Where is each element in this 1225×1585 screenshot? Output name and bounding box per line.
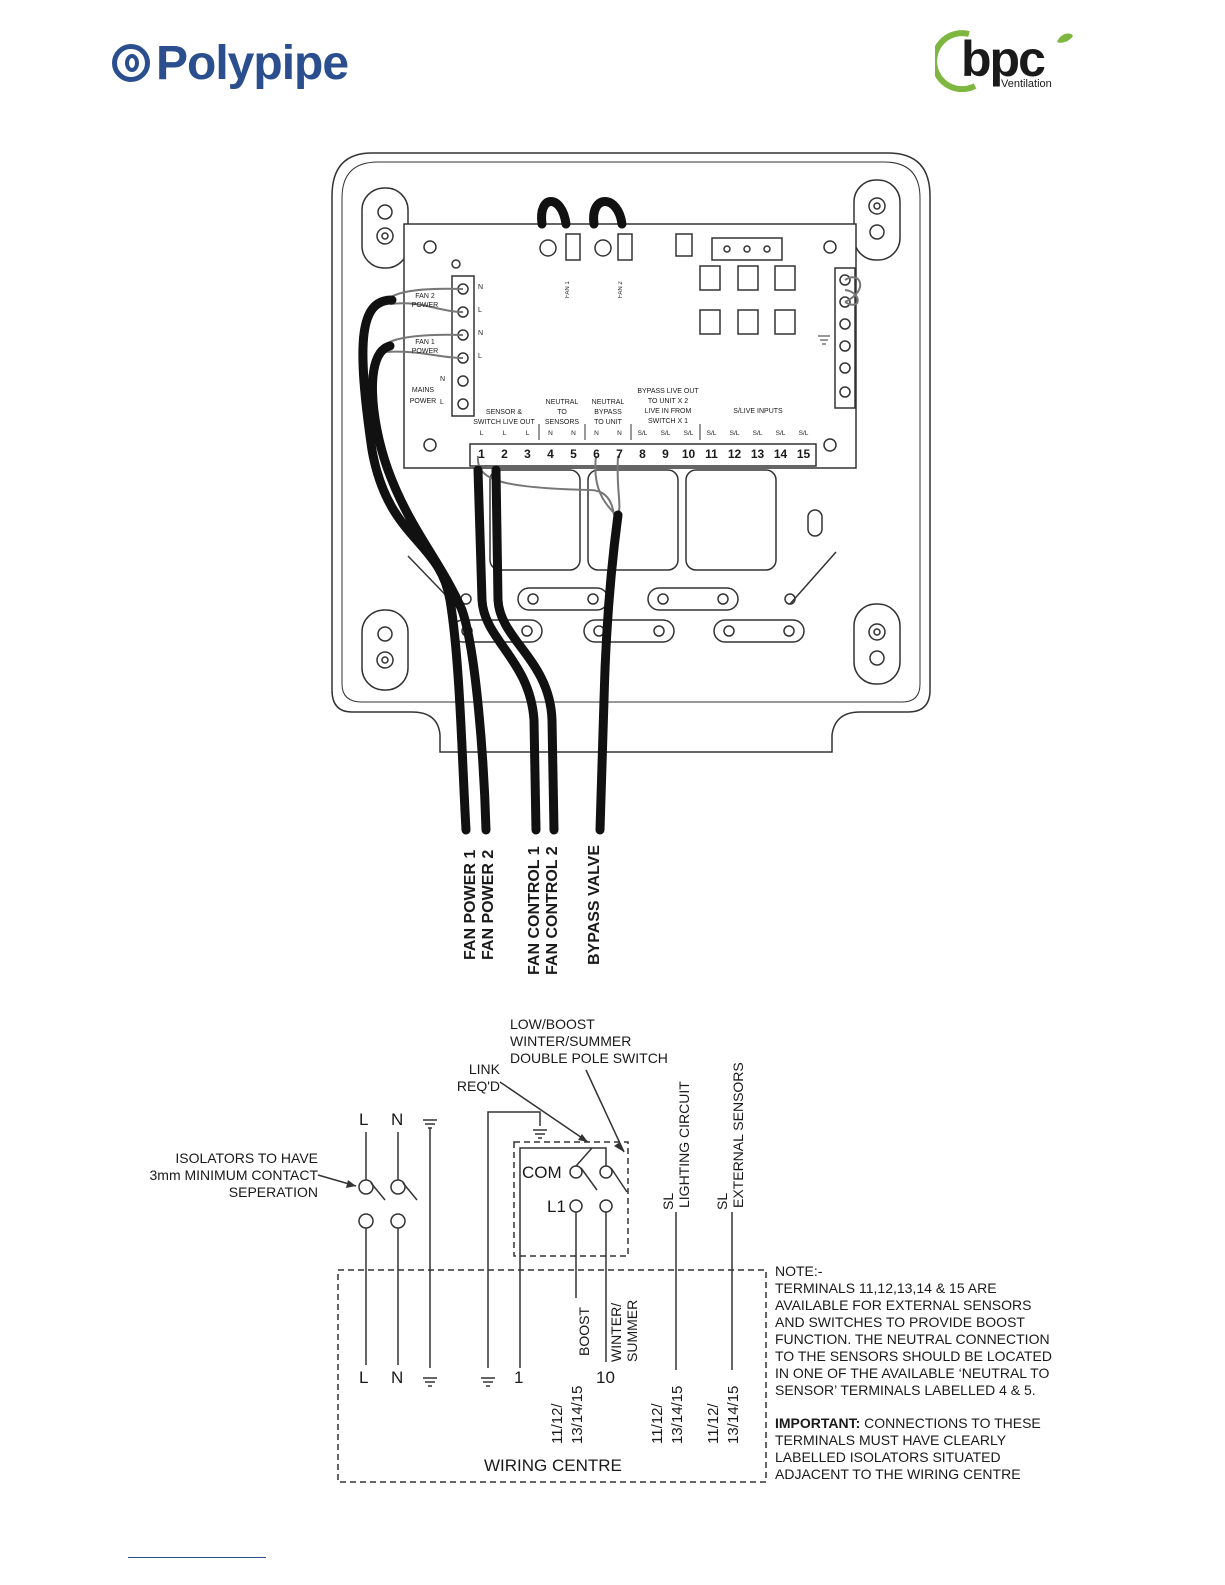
terminal-number-row: 1 2 3 4 5 6 7 8 9 10 11 12 13 14 15 [470, 447, 816, 461]
group-neutral-sensors: NEUTRAL TO SENSORS [544, 399, 580, 426]
terminal-type: S/L [752, 430, 763, 437]
cable-label-fan-control-1: FAN CONTROL 1 [526, 846, 543, 975]
terminal-type: L [479, 430, 484, 437]
terminal-type: S/L [637, 430, 648, 437]
polypipe-logo: Polypipe [112, 32, 349, 94]
isolators-label: ISOLATORS TO HAVE 3mm MINIMUM CONTACT SE… [149, 1150, 319, 1200]
cable-label-fan-power-1: FAN POWER 1 [462, 849, 479, 960]
top-n-label: N [391, 1110, 404, 1129]
pcb-board [403, 223, 857, 469]
pin-label: L [478, 353, 482, 360]
terminal-type: N [548, 430, 553, 437]
mount-lug-bottom-right [853, 603, 901, 685]
terminal-number: 5 [570, 447, 577, 461]
fan2-label: FAN 2 [618, 281, 624, 298]
terminal-number: 12 [727, 447, 742, 461]
terminal-type: S/L [798, 430, 809, 437]
bottom-l-label: L [359, 1368, 369, 1387]
pin-label: N [440, 376, 446, 383]
bpc-subtitle: Ventilation [1001, 78, 1052, 90]
terminal-number: 8 [639, 447, 646, 461]
group-sensor-switch: SENSOR & SWITCH LIVE OUT [473, 409, 535, 426]
lighting-circuit-label: LIGHTING CIRCUIT [676, 1081, 692, 1208]
mount-lug-top-right [853, 179, 901, 261]
lighting-terminals-label: 11/12/13/14/15 [649, 1385, 686, 1444]
terminal-type: S/L [706, 430, 717, 437]
pin-label: L [440, 399, 444, 406]
enclosure-outline [331, 152, 931, 753]
terminal-number: 15 [796, 447, 811, 461]
winter-summer-label: WINTER/SUMMER [608, 1299, 640, 1362]
terminal-number: 7 [616, 447, 623, 461]
com-label: COM [522, 1163, 562, 1182]
note-block: NOTE:- TERMINALS 11,12,13,14 & 15 ARE AV… [775, 1263, 1075, 1483]
left-terminal-block [451, 275, 475, 417]
polypipe-wordmark: Polypipe [156, 36, 349, 90]
bottom-n-label: N [391, 1368, 404, 1387]
terminal-number: 11 [705, 447, 718, 461]
pin-label: N [478, 330, 484, 337]
fan-power-2-cable [367, 341, 491, 835]
mains-power-label: MAINS POWER [409, 387, 437, 405]
external-sl-label: SL [714, 1192, 730, 1210]
footer-rule [128, 1557, 266, 1558]
terminal-number: 3 [524, 447, 531, 461]
terminal-type: S/L [775, 430, 786, 437]
fan1-power-label: FAN 1 POWER [411, 339, 439, 355]
group-bypass-live: BYPASS LIVE OUT TO UNIT X 2 LIVE IN FROM… [637, 388, 699, 425]
terminal-number: 13 [750, 447, 765, 461]
boost-terminals-label: 11/12/13/14/15 [549, 1385, 586, 1444]
external-sensors-label: EXTERNAL SENSORS [730, 1062, 746, 1208]
fan1-label: FAN 1 [565, 281, 571, 298]
boost-label: BOOST [576, 1306, 592, 1356]
terminal-type-row: L L L N N N N S/L S/L S/L S/L S/L S/L S/… [470, 430, 816, 437]
polypipe-mark-icon [112, 44, 150, 82]
group-sl-inputs: S/LIVE INPUTS [733, 408, 783, 415]
mount-lug-bottom-left [361, 609, 409, 691]
wiring-centre-drawing [331, 152, 931, 835]
cable-label-fan-control-2: FAN CONTROL 2 [544, 846, 561, 975]
lighting-sl-label: SL [660, 1192, 676, 1210]
terminal-type: S/L [683, 430, 694, 437]
terminal-number: 2 [501, 447, 508, 461]
terminal-number: 14 [773, 447, 788, 461]
l1-label: L1 [547, 1197, 566, 1216]
terminal-number: 1 [478, 447, 485, 461]
link-label: LINK REQ'D [456, 1061, 500, 1094]
fan-control-2-cable [491, 465, 559, 835]
terminal-type: N [594, 430, 599, 437]
terminal-number: 4 [547, 447, 554, 461]
switch-box [513, 1141, 629, 1257]
terminal-number: 6 [593, 447, 600, 461]
cable-label-fan-power-2: FAN POWER 2 [480, 849, 497, 960]
bpc-logo: bpc Ventilation [935, 28, 1075, 92]
group-neutral-bypass: NEUTRAL BYPASS TO UNIT [591, 399, 625, 426]
pin-label: N [478, 284, 484, 291]
terminal-number: 10 [681, 447, 696, 461]
bpc-swoosh-icon [935, 30, 1073, 92]
terminal-number: 9 [662, 447, 669, 461]
bypass-valve-cable [595, 510, 623, 835]
pin-label: L [478, 307, 482, 314]
wiring-centre-label: WIRING CENTRE [484, 1456, 622, 1475]
terminal-10-label: 10 [596, 1368, 615, 1387]
top-l-label: L [359, 1110, 369, 1129]
terminal-1-label: 1 [514, 1368, 524, 1387]
terminal-type: S/L [660, 430, 671, 437]
terminal-type: N [617, 430, 622, 437]
cable-label-bypass-valve: BYPASS VALVE [586, 844, 603, 965]
terminal-type: S/L [729, 430, 740, 437]
fan2-power-label: FAN 2 POWER [411, 293, 439, 309]
bottom-terminal-strip [469, 443, 817, 467]
terminal-type: L [502, 430, 507, 437]
important-line: IMPORTANT: CONNECTIONS TO THESE [775, 1415, 1041, 1431]
fan-control-1-cable [473, 465, 541, 835]
external-terminals-label: 11/12/13/14/15 [705, 1385, 742, 1444]
bpc-wordmark: bpc [961, 31, 1046, 87]
switch-label: LOW/BOOST WINTER/SUMMER DOUBLE POLE SWIT… [510, 1016, 668, 1066]
terminal-type: L [525, 430, 530, 437]
terminal-type: N [571, 430, 576, 437]
